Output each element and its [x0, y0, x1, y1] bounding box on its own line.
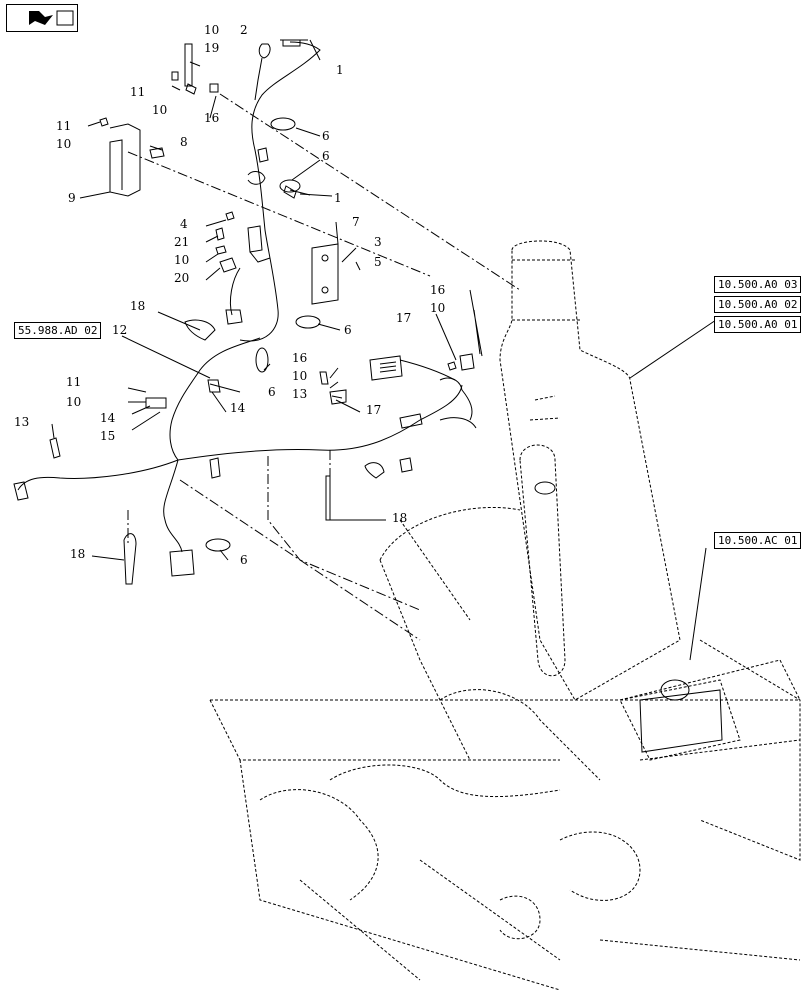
callout-label: 14: [230, 401, 246, 415]
callout-label: 8: [180, 135, 188, 149]
callout-label: 11: [66, 375, 82, 389]
callout-label: 15: [100, 429, 116, 443]
callout-label: 2: [240, 23, 248, 37]
ref-10-500-a0-02[interactable]: 10.500.A0 02: [714, 296, 802, 313]
callout-label: 18: [70, 547, 86, 561]
callout-label: 20: [174, 271, 190, 285]
callout-label: 6: [322, 149, 330, 163]
callout-label: 16: [204, 111, 220, 125]
callout-label: 10: [430, 301, 446, 315]
callout-label: 13: [292, 387, 308, 401]
connector-top: [282, 39, 301, 47]
callout-label: 17: [366, 403, 382, 417]
callout-label: 16: [292, 351, 308, 365]
callout-label: 6: [322, 129, 330, 143]
frame-structure: [379, 506, 521, 761]
sensor-mid: [257, 147, 269, 163]
bracket-9: [109, 123, 141, 197]
ref-55-988-ad-02[interactable]: 55.988.AD 02: [14, 322, 102, 339]
callout-label: 18: [392, 511, 408, 525]
ref-10-500-ac-01[interactable]: 10.500.AC 01: [714, 532, 802, 549]
callout-label: 21: [174, 235, 190, 249]
callout-label: 7: [352, 215, 360, 229]
exhaust-stack: [499, 240, 681, 701]
harness-cable-main: [169, 337, 261, 461]
callout-label: 5: [374, 255, 382, 269]
callout-label: 11: [130, 85, 146, 99]
connector-right: [369, 355, 403, 381]
callout-label: 6: [344, 323, 352, 337]
callout-label: 1: [334, 191, 342, 205]
callout-label: 6: [240, 553, 248, 567]
harness-cable-upper: [239, 41, 321, 342]
callout-label: 16: [430, 283, 446, 297]
callout-label: 1: [336, 63, 344, 77]
back-arrow-icon: [29, 10, 74, 26]
callout-label: 10: [152, 103, 168, 117]
callout-label: 12: [112, 323, 128, 337]
callout-label: 19: [204, 41, 220, 55]
callout-label: 10: [292, 369, 308, 383]
callout-label: 10: [56, 137, 72, 151]
callout-label: 10: [204, 23, 220, 37]
back-nav-button[interactable]: [6, 4, 78, 32]
callout-label: 6: [268, 385, 276, 399]
callout-label: 17: [396, 311, 412, 325]
ref-10-500-a0-01[interactable]: 10.500.A0 01: [714, 316, 802, 333]
callout-label: 18: [130, 299, 146, 313]
callout-label: 10: [66, 395, 82, 409]
ref-10-500-a0-03[interactable]: 10.500.A0 03: [714, 276, 802, 293]
callout-label: 11: [56, 119, 72, 133]
sensor-top: [258, 43, 271, 59]
callout-label: 13: [14, 415, 30, 429]
plate-7: [311, 243, 339, 305]
callout-label: 3: [374, 235, 382, 249]
callout-label: 14: [100, 411, 116, 425]
callout-label: 10: [174, 253, 190, 267]
callout-label: 4: [180, 217, 188, 231]
callout-label: 9: [68, 191, 76, 205]
